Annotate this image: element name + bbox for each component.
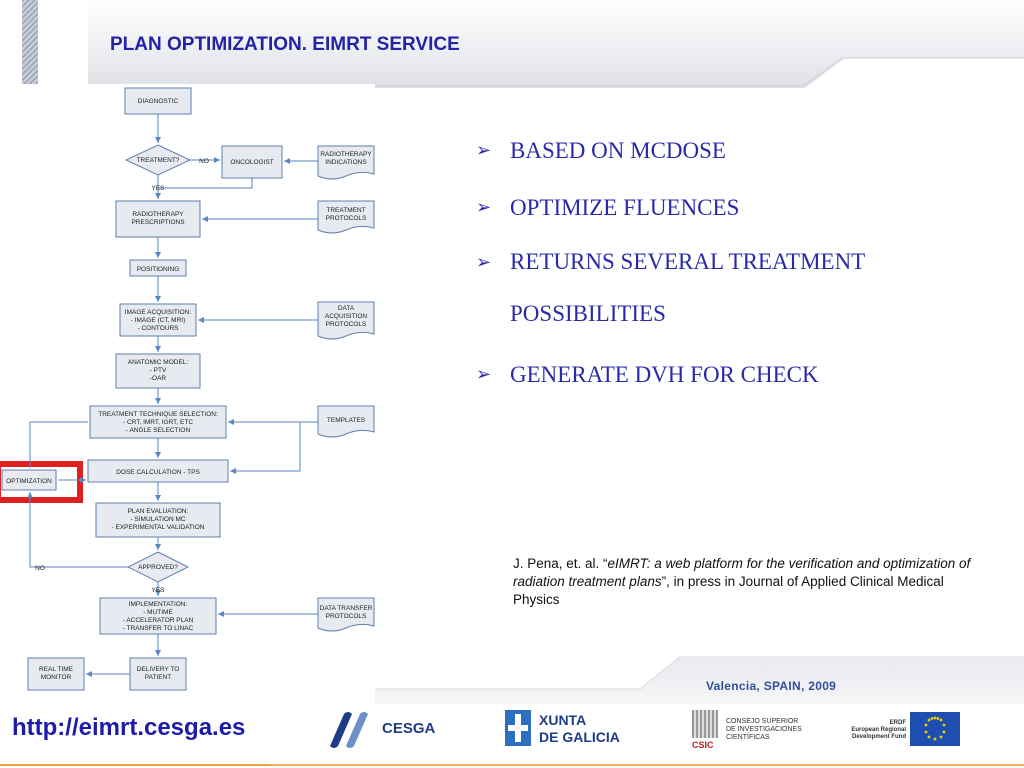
label-delivery-2: PATIENT bbox=[145, 674, 172, 681]
label-delivery-1: DELIVERY TO bbox=[137, 666, 180, 673]
label-templates: TEMPLATES bbox=[327, 417, 366, 424]
csic-line-3: CIENTÍFICAS bbox=[726, 734, 770, 741]
label-no-1: NO bbox=[199, 158, 209, 165]
node-oncologist bbox=[221, 145, 283, 179]
label-rt-indications-2: INDICATIONS bbox=[325, 159, 367, 166]
label-positioning: POSITIONING bbox=[137, 266, 180, 273]
csic-logo: CSIC CONSEJO SUPERIOR DE INVESTIGACIONES… bbox=[692, 710, 822, 754]
label-real-time-2: MONITOR bbox=[41, 674, 72, 681]
eu-flag-icon bbox=[910, 712, 960, 746]
node-technique-selection bbox=[89, 405, 227, 439]
label-treatment: TREATMENT? bbox=[137, 157, 180, 164]
xunta-line-2: DE GALICIA bbox=[539, 729, 620, 745]
label-plan-eval-2: - SIMULATION MC bbox=[130, 516, 185, 523]
label-implementation-3: - ACCELERATOR PLAN bbox=[123, 617, 194, 624]
bullet-item: ➢GENERATE DVH FOR CHECK bbox=[476, 346, 996, 403]
xunta-line-1: XUNTA bbox=[539, 712, 587, 728]
node-templates bbox=[317, 405, 375, 438]
node-image-acquisition bbox=[119, 303, 197, 337]
label-dose-calculation: DOSE CALCULATION - TPS bbox=[116, 469, 200, 476]
citation: J. Pena, et. al. “eIMRT: a web platform … bbox=[513, 556, 971, 607]
cesga-mark-icon bbox=[330, 712, 368, 748]
project-url[interactable]: http://eimrt.cesga.es bbox=[12, 714, 246, 741]
label-technique-2: - CRT, IMRT, IGRT, ETC bbox=[123, 419, 193, 426]
slide-title: PLAN OPTIMIZATION. EIMRT SERVICE bbox=[110, 34, 460, 55]
label-approved: APPROVED? bbox=[138, 564, 178, 571]
label-treatment-protocols-1: TREATMENT bbox=[326, 207, 365, 214]
label-data-acq-3: PROTOCOLS bbox=[326, 321, 367, 328]
label-image-acq-2: - IMAGE (CT, MRI) bbox=[131, 317, 186, 324]
label-image-acq-3: - CONTOURS bbox=[137, 325, 179, 332]
node-delivery bbox=[129, 657, 187, 691]
node-real-time-monitor bbox=[27, 657, 85, 691]
label-implementation-2: - MUTIME bbox=[143, 609, 173, 616]
label-yes-1: YES bbox=[151, 185, 165, 192]
label-data-transfer-2: PROTOCOLS bbox=[326, 613, 367, 620]
node-data-acquisition-protocols bbox=[317, 301, 375, 340]
label-diagnostic: DIAGNOSTIC bbox=[138, 98, 179, 105]
erdf-logo: ERDF European Regional Development Fund bbox=[848, 712, 964, 748]
label-rt-prescriptions-1: RADIOTHERAPY bbox=[132, 211, 184, 218]
arrow-bullet-icon: ➢ bbox=[476, 197, 492, 217]
arrow-bullet-icon: ➢ bbox=[476, 252, 492, 272]
csic-line-1: CONSEJO SUPERIOR bbox=[726, 718, 799, 725]
label-implementation-4: - TRANSFER TO LINAC bbox=[123, 625, 194, 632]
xunta-logo: XUNTA DE GALICIA bbox=[505, 710, 635, 750]
node-radiotherapy-prescriptions bbox=[115, 200, 201, 238]
erdf-line-1: ERDF bbox=[889, 720, 906, 726]
label-data-transfer-1: DATA TRANSFER bbox=[320, 605, 373, 612]
label-plan-eval-1: PLAN EVALUATION: bbox=[128, 508, 189, 515]
bullet-item: ➢OPTIMIZE FLUENCES bbox=[476, 179, 996, 236]
cesga-logo-text: CESGA bbox=[382, 720, 436, 737]
node-optimization bbox=[1, 469, 57, 491]
label-treatment-protocols-2: PROTOCOLS bbox=[326, 215, 367, 222]
label-real-time-1: REAL TIME bbox=[39, 666, 74, 673]
treatment-flowchart: DIAGNOSTIC TREATMENT? ONCOLOGIST RADIOTH… bbox=[0, 84, 375, 692]
node-radiotherapy-indications bbox=[317, 145, 375, 180]
arrow-bullet-icon: ➢ bbox=[476, 140, 492, 160]
label-technique-3: - ANGLE SELECTION bbox=[126, 427, 191, 434]
csic-emblem-icon bbox=[692, 710, 718, 738]
bullet-list: ➢BASED ON MCDOSE ➢OPTIMIZE FLUENCES ➢RET… bbox=[476, 122, 996, 403]
label-rt-prescriptions-2: PRESCRIPTIONS bbox=[131, 219, 185, 226]
node-implementation bbox=[99, 597, 217, 635]
label-optimization: OPTIMIZATION bbox=[6, 478, 52, 485]
node-plan-evaluation bbox=[95, 502, 221, 538]
label-anatomic-3: -OAR bbox=[150, 375, 167, 382]
galicia-flag-icon bbox=[505, 710, 531, 746]
bullet-item: ➢RETURNS SEVERAL TREATMENT POSSIBILITIES bbox=[476, 236, 996, 340]
bullet-item: ➢BASED ON MCDOSE bbox=[476, 122, 996, 179]
label-anatomic-1: ANATOMIC MODEL: bbox=[128, 359, 189, 366]
label-yes-2: YES bbox=[151, 587, 165, 594]
arrow-bullet-icon: ➢ bbox=[476, 364, 492, 384]
node-data-transfer-protocols bbox=[317, 597, 375, 632]
label-data-acq-1: DATA bbox=[338, 305, 355, 312]
label-plan-eval-3: - EXPERIMENTAL VALIDATION bbox=[112, 524, 205, 531]
csic-mark: CSIC bbox=[692, 740, 714, 750]
location-date: Valencia, SPAIN, 2009 bbox=[706, 679, 837, 693]
label-data-acq-2: ACQUISITION bbox=[325, 313, 368, 320]
label-anatomic-2: - PTV bbox=[150, 367, 167, 374]
csic-line-2: DE INVESTIGACIONES bbox=[726, 726, 802, 733]
label-no-2: NO bbox=[35, 565, 45, 572]
erdf-line-3: Development Fund bbox=[851, 734, 906, 740]
label-implementation-1: IMPLEMENTATION: bbox=[129, 601, 188, 608]
erdf-line-2: European Regional bbox=[851, 727, 906, 733]
label-technique-1: TREATMENT TECHNIQUE SELECTION: bbox=[98, 411, 218, 418]
node-anatomic-model bbox=[115, 353, 201, 389]
label-rt-indications-1: RADIOTHERAPY bbox=[320, 151, 372, 158]
label-oncologist: ONCOLOGIST bbox=[230, 159, 273, 166]
node-diagnostic bbox=[124, 87, 192, 115]
node-treatment-protocols bbox=[317, 200, 375, 234]
label-image-acq-1: IMAGE ACQUISITION: bbox=[125, 309, 192, 316]
cesga-logo: CESGA bbox=[326, 710, 446, 750]
